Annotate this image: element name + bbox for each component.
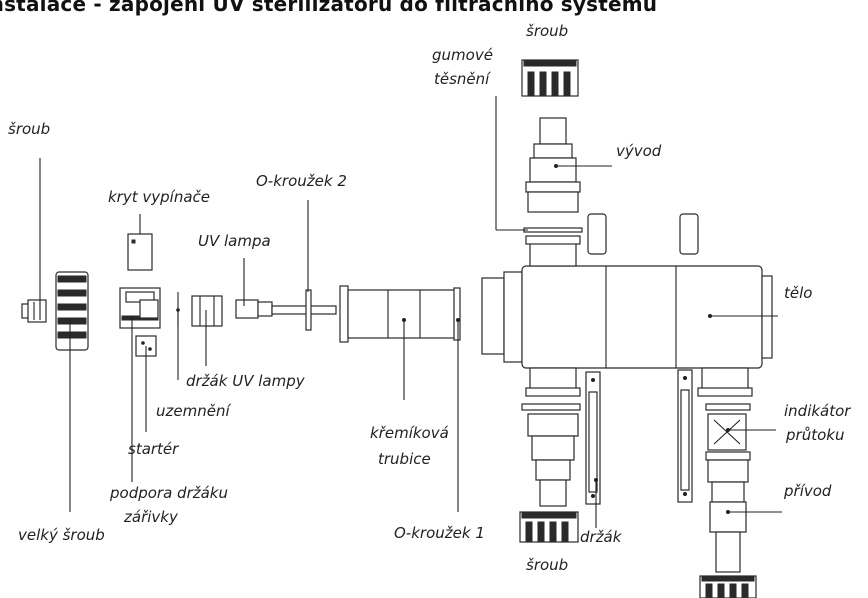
label-quartz-tube-1: křemíková [370, 424, 449, 442]
label-inlet: přívod [784, 482, 832, 500]
title-text: Instalace - zapojení UV sterilizátoru do… [0, 0, 658, 16]
bracket-left [585, 371, 601, 505]
switch-cover [127, 233, 153, 271]
label-switch-cover: kryt vypínače [108, 188, 210, 206]
label-uv-lamp-holder: držák UV lampy [186, 372, 305, 390]
quartz-tube [339, 285, 459, 343]
starter-holder [119, 287, 161, 329]
small-screw-left [21, 299, 47, 323]
label-flow-indicator-2: průtoku [786, 426, 845, 444]
label-starter: startér [128, 440, 179, 458]
label-screw-bottom: šroub [526, 556, 569, 574]
screw-bottom [519, 511, 579, 543]
main-body [481, 235, 773, 397]
label-screw-top: šroub [526, 22, 569, 40]
bracket-right [677, 369, 693, 503]
outlet-fitting [525, 117, 581, 213]
o-ring-2 [305, 289, 312, 331]
screw-top [521, 59, 579, 97]
label-lamp-holder-support-1: podpora držáku [110, 484, 228, 502]
diagram-title: Instalace - zapojení UV sterilizátoru do… [0, 0, 868, 22]
flow-indicator [705, 403, 751, 451]
label-flow-indicator-1: indikátor [784, 402, 851, 420]
label-bracket: držák [580, 528, 622, 546]
leader-lines [39, 96, 782, 528]
clips-top [587, 213, 699, 255]
label-o-ring-2: O-kroužek 2 [256, 172, 347, 190]
fitting-bottom-left [521, 403, 581, 507]
label-big-screw: velký šroub [18, 526, 105, 544]
label-body: tělo [784, 284, 813, 302]
label-screw-left: šroub [8, 120, 51, 138]
big-screw [55, 271, 89, 351]
inlet-fitting [705, 451, 751, 573]
label-outlet: vývod [616, 142, 662, 160]
label-quartz-tube-2: trubice [378, 450, 431, 468]
o-ring-1 [453, 287, 461, 341]
rubber-seal-top [523, 227, 583, 233]
uv-lamp [235, 299, 337, 319]
label-grounding: uzemnění [156, 402, 230, 420]
label-rubber-seal-1: gumové [432, 46, 493, 64]
label-o-ring-1: O-kroužek 1 [394, 524, 485, 542]
label-lamp-holder-support-2: zářivky [124, 508, 178, 526]
uv-lamp-holder [191, 295, 223, 327]
screw-bottom-right [699, 575, 757, 598]
label-rubber-seal-2: těsnění [434, 70, 490, 88]
label-uv-lamp: UV lampa [198, 232, 271, 250]
